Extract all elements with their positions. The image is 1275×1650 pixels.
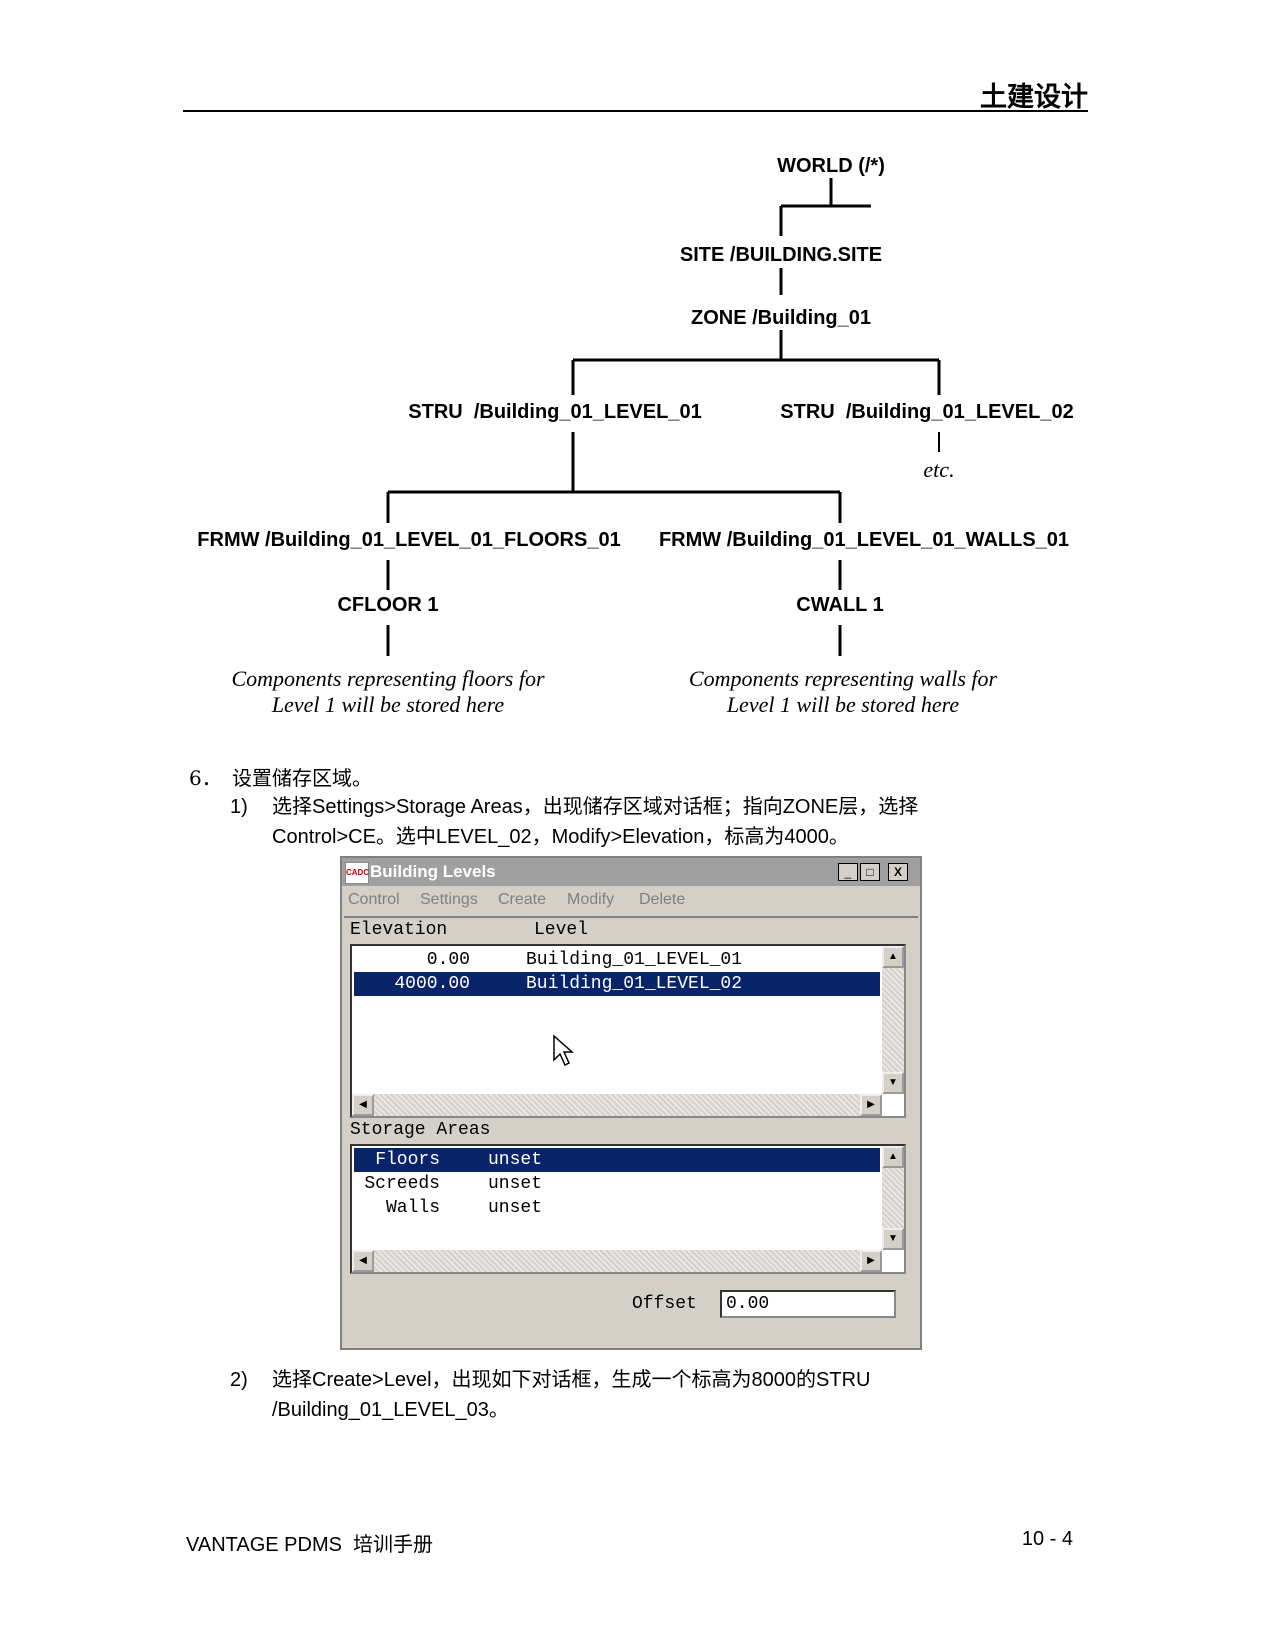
storage-areas-list[interactable]: Floors unset Screeds unset Walls unset ▲… <box>350 1144 906 1274</box>
menu-control[interactable]: Control <box>348 891 400 908</box>
levels-header-level: Level <box>534 920 589 940</box>
sub1-line1: 选择Settings>Storage Areas，出现储存区域对话框；指向ZON… <box>272 796 919 818</box>
hierarchy-diagram: WORLD (/*) SITE /BUILDING.SITE ZONE /Bui… <box>197 155 1073 717</box>
section-title: 土建设计 <box>980 82 1088 113</box>
level-name: Building_01_LEVEL_01 <box>526 950 743 970</box>
node-world: WORLD (/*) <box>777 155 885 177</box>
storage-value: unset <box>488 1150 543 1170</box>
node-site: SITE /BUILDING.SITE <box>680 244 882 266</box>
scroll-left-icon[interactable]: ◀ <box>352 1094 374 1116</box>
step6-number: 6． <box>189 766 222 790</box>
storage-row[interactable]: Screeds unset <box>354 1172 880 1196</box>
menu-divider <box>344 916 918 918</box>
levels-vscrollbar[interactable]: ▲ ▼ <box>882 946 904 1094</box>
node-frmw-floors: FRMW /Building_01_LEVEL_01_FLOORS_01 <box>197 529 620 551</box>
level-elevation: 0.00 <box>426 950 470 970</box>
level-name: Building_01_LEVEL_02 <box>526 974 743 994</box>
floors-note-line2: Level 1 will be stored here <box>271 692 505 717</box>
storage-row-selected[interactable]: Floors unset <box>354 1148 880 1172</box>
header-rule <box>183 110 1088 112</box>
page-number: 10 - 4 <box>1021 1528 1073 1550</box>
maximize-button[interactable]: □ <box>860 863 880 881</box>
menu-bar: Control Settings Create Modify Delete <box>342 888 920 914</box>
minimize-button[interactable]: _ <box>838 863 858 881</box>
node-cwall: CWALL 1 <box>796 594 883 616</box>
sub1-number: 1) <box>230 796 248 818</box>
scroll-up-icon[interactable]: ▲ <box>882 1146 904 1168</box>
levels-list[interactable]: 0.00 Building_01_LEVEL_01 4000.00 Buildi… <box>350 944 906 1118</box>
sub2-line2: /Building_01_LEVEL_03。 <box>272 1399 509 1421</box>
level-row[interactable]: 0.00 Building_01_LEVEL_01 <box>354 948 880 972</box>
node-cfloor: CFLOOR 1 <box>337 594 438 616</box>
sub2-line1: 选择Create>Level，出现如下对话框，生成一个标高为8000的STRU <box>272 1369 871 1391</box>
node-stru-level1: STRU /Building_01_LEVEL_01 <box>408 401 701 423</box>
scroll-right-icon[interactable]: ▶ <box>860 1094 882 1116</box>
storage-value: unset <box>488 1198 543 1218</box>
menu-modify[interactable]: Modify <box>567 891 615 908</box>
offset-input[interactable] <box>720 1290 896 1318</box>
level-elevation: 4000.00 <box>394 974 470 994</box>
scroll-down-icon[interactable]: ▼ <box>882 1228 904 1250</box>
level-row-selected[interactable]: 4000.00 Building_01_LEVEL_02 <box>354 972 880 996</box>
storage-row[interactable]: Walls unset <box>354 1196 880 1220</box>
storage-areas-label: Storage Areas <box>350 1120 491 1140</box>
node-frmw-walls: FRMW /Building_01_LEVEL_01_WALLS_01 <box>659 529 1069 551</box>
scroll-right-icon[interactable]: ▶ <box>860 1250 882 1272</box>
walls-note-line1: Components representing walls for <box>689 666 998 691</box>
dialog-title: Building Levels <box>370 862 496 881</box>
app-icon: CADC <box>345 862 369 884</box>
mouse-cursor-icon <box>553 1034 574 1067</box>
scroll-up-icon[interactable]: ▲ <box>882 946 904 968</box>
levels-header-elevation: Elevation <box>350 920 448 940</box>
menu-delete[interactable]: Delete <box>639 891 686 908</box>
storage-name: Floors <box>375 1150 440 1170</box>
hierarchy-connectors <box>386 178 941 656</box>
walls-note-line2: Level 1 will be stored here <box>726 692 960 717</box>
menu-settings[interactable]: Settings <box>420 891 478 908</box>
sub1-line2: Control>CE。选中LEVEL_02，Modify>Elevation，标… <box>272 826 849 848</box>
offset-label: Offset <box>632 1294 697 1314</box>
close-button[interactable]: X <box>888 863 908 881</box>
scroll-left-icon[interactable]: ◀ <box>352 1250 374 1272</box>
floors-note-line1: Components representing floors for <box>231 666 545 691</box>
etc-note: etc. <box>923 457 954 482</box>
dialog-titlebar[interactable]: CADC Building Levels _ □ X <box>342 858 920 886</box>
sub2-number: 2) <box>230 1369 248 1391</box>
storage-vscrollbar[interactable]: ▲ ▼ <box>882 1146 904 1250</box>
storage-name: Walls <box>385 1198 440 1218</box>
menu-create[interactable]: Create <box>498 891 547 908</box>
storage-value: unset <box>488 1174 543 1194</box>
storage-name: Screeds <box>364 1174 440 1194</box>
node-stru-level2: STRU /Building_01_LEVEL_02 <box>780 401 1073 423</box>
footer-left: VANTAGE PDMS 培训手册 <box>186 1534 434 1556</box>
building-levels-dialog: CADC Building Levels _ □ X Control Setti… <box>340 856 922 1350</box>
step6-text: 设置储存区域。 <box>232 766 372 790</box>
scroll-down-icon[interactable]: ▼ <box>882 1072 904 1094</box>
levels-hscrollbar[interactable]: ◀ ▶ <box>352 1094 882 1116</box>
storage-hscrollbar[interactable]: ◀ ▶ <box>352 1250 882 1272</box>
node-zone: ZONE /Building_01 <box>691 307 871 329</box>
